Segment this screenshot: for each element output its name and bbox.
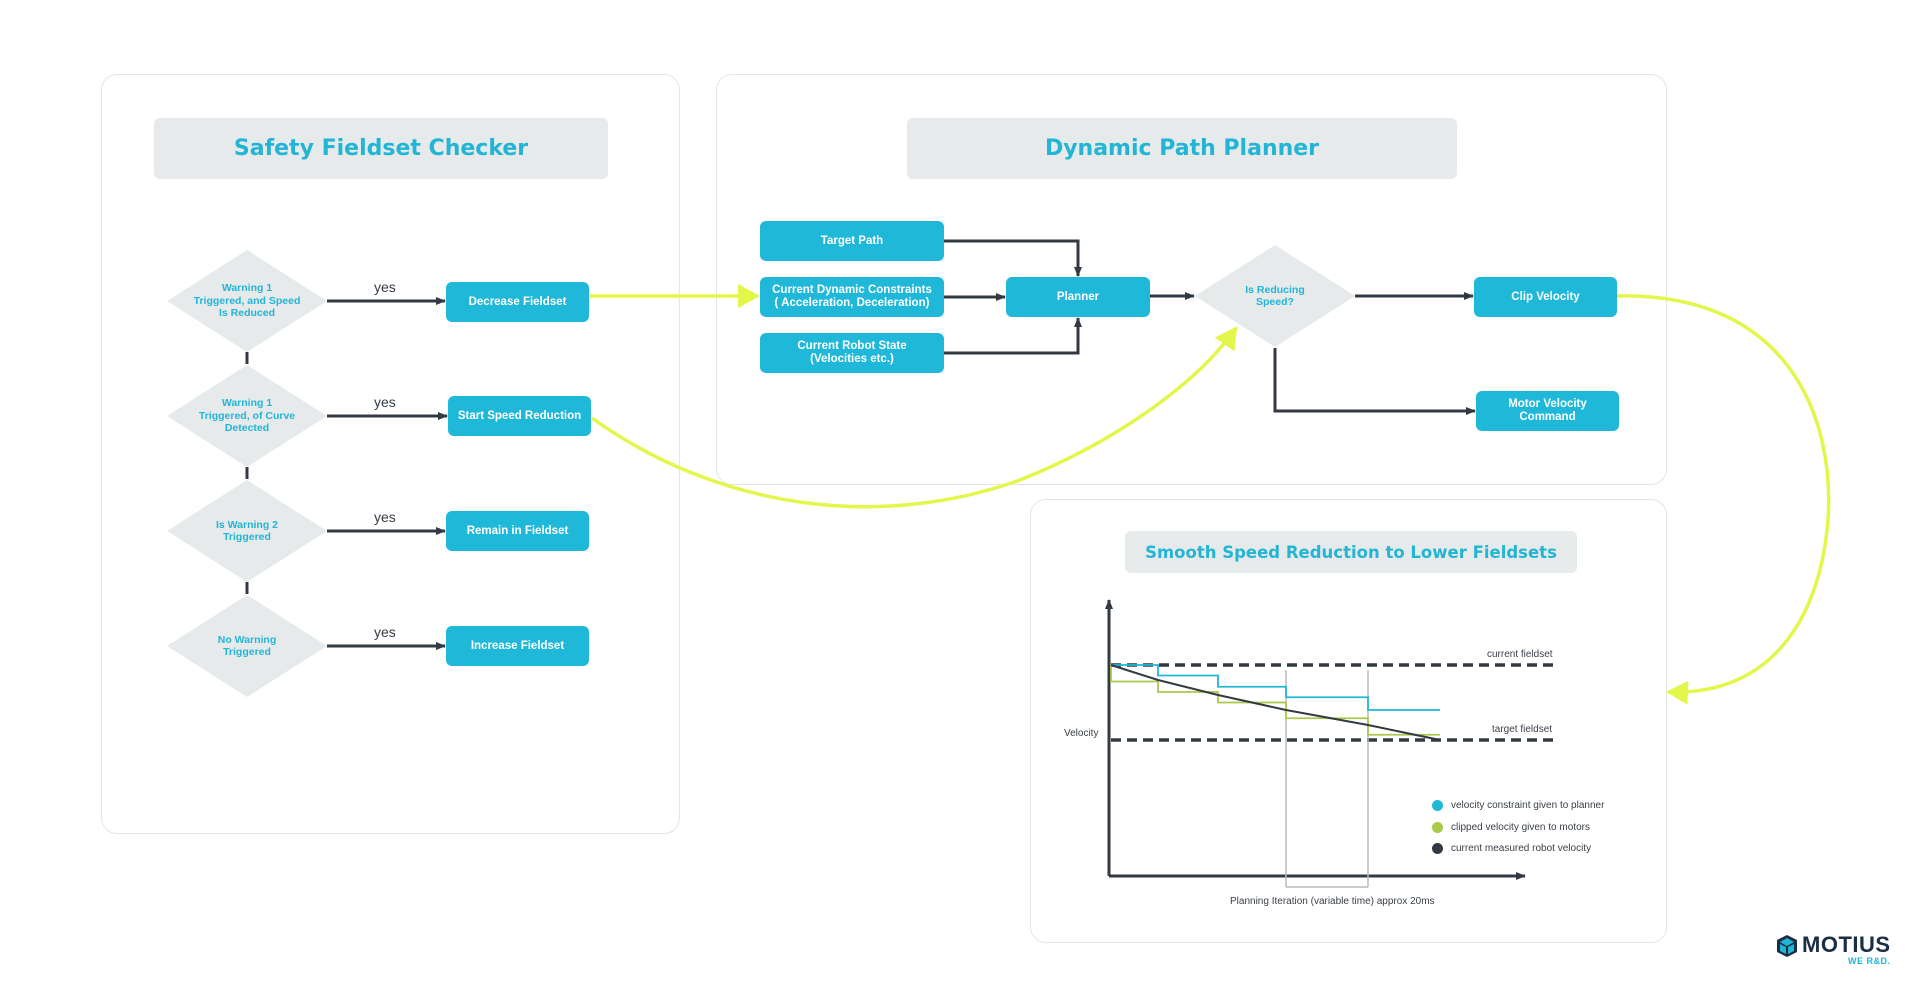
legend-dot-dark [1432,843,1443,854]
yes-label-4: yes [374,624,396,640]
planner-box: Planner [1006,277,1150,317]
cube-icon [1777,935,1797,957]
safety-title: Safety Fieldset Checker [154,118,608,179]
planner-title: Dynamic Path Planner [907,118,1457,179]
yes-label-2: yes [374,394,396,410]
legend-dot-blue [1432,800,1443,811]
legend-dot-green [1432,822,1443,833]
chart-title: Smooth Speed Reduction to Lower Fieldset… [1125,531,1577,573]
legend-item: velocity constraint given to planner [1432,800,1604,811]
target-path-box: Target Path [760,221,944,261]
yes-label-3: yes [374,509,396,525]
target-fieldset-label: target fieldset [1492,724,1553,735]
decrease-fieldset-box: Decrease Fieldset [446,282,589,322]
remain-in-fieldset-box: Remain in Fieldset [446,511,589,551]
decision-label: Is Warning 2 Triggered [215,518,279,544]
current-fieldset-label: current fieldset [1487,649,1553,660]
decision-label: Warning 1 Triggered, of Curve Detected [198,397,296,435]
safety-frame [101,74,680,834]
yes-label-1: yes [374,279,396,295]
start-speed-reduction-box: Start Speed Reduction [448,396,591,436]
decision-warning1-curve: Warning 1 Triggered, of Curve Detected [167,365,327,467]
decision-warning1-speed-reduced: Warning 1 Triggered, and Speed Is Reduce… [167,250,327,352]
robot-state-box: Current Robot State (Velocities etc.) [760,333,944,373]
legend-item: clipped velocity given to motors [1432,822,1590,833]
logo-wordmark: MOTIUS [1802,932,1891,957]
legend-label: current measured robot velocity [1451,843,1592,854]
decision-label: Warning 1 Triggered, and Speed Is Reduce… [193,282,301,320]
y-axis-label: Velocity [1064,728,1099,739]
clip-velocity-box: Clip Velocity [1474,277,1617,317]
legend-label: velocity constraint given to planner [1451,800,1605,811]
x-axis-label: Planning Iteration (variable time) appro… [1230,896,1435,907]
decision-no-warning: No Warning Triggered [167,595,327,697]
decision-reducing-speed: Is Reducing Speed? [1195,245,1355,347]
increase-fieldset-box: Increase Fieldset [446,626,589,666]
motius-logo: MOTIUS WE R&D. [1776,932,1891,966]
decision-label: No Warning Triggered [217,633,277,659]
legend-label: clipped velocity given to motors [1451,822,1590,833]
motor-velocity-command-box: Motor Velocity Command [1476,391,1619,431]
legend-item: current measured robot velocity [1432,843,1591,854]
decision-warning2: Is Warning 2 Triggered [167,480,327,582]
logo-tagline: WE R&D. [1848,956,1891,966]
decision-label: Is Reducing Speed? [1245,283,1305,309]
dynamic-constraints-box: Current Dynamic Constraints ( Accelerati… [760,277,944,317]
